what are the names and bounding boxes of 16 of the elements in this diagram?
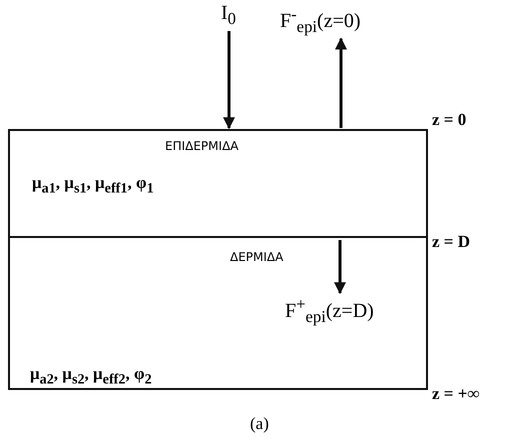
- arrow: [334, 240, 346, 294]
- flux-label: F$^{+}$$_{epi}$(z=D): [285, 294, 374, 327]
- layer-box: [8, 236, 428, 390]
- flux-label: I$_{0}$: [221, 2, 236, 29]
- layer-box: [8, 129, 428, 238]
- depth-label: z = 0: [432, 110, 466, 130]
- optical-parameters: μ$_{a1}$, μ$_{s1}$, μ$_{eff1}$, φ$_{1}$: [32, 173, 154, 198]
- depth-label: z = D: [432, 232, 470, 252]
- arrow: [223, 31, 235, 130]
- panel-label: (a): [250, 414, 269, 434]
- layer-name: ΔΕΡΜΙΔΑ: [230, 250, 284, 264]
- flux-label: F$^{-}$$_{epi}$(z=0): [280, 4, 361, 37]
- optical-parameters: μ$_{a2}$, μ$_{s2}$, μ$_{eff2}$, φ$_{2}$: [30, 364, 152, 388]
- arrow: [335, 37, 347, 128]
- depth-label: z = +∞: [432, 384, 480, 404]
- layer-name: ΕΠΙΔΕΡΜΙΔΑ: [165, 139, 238, 153]
